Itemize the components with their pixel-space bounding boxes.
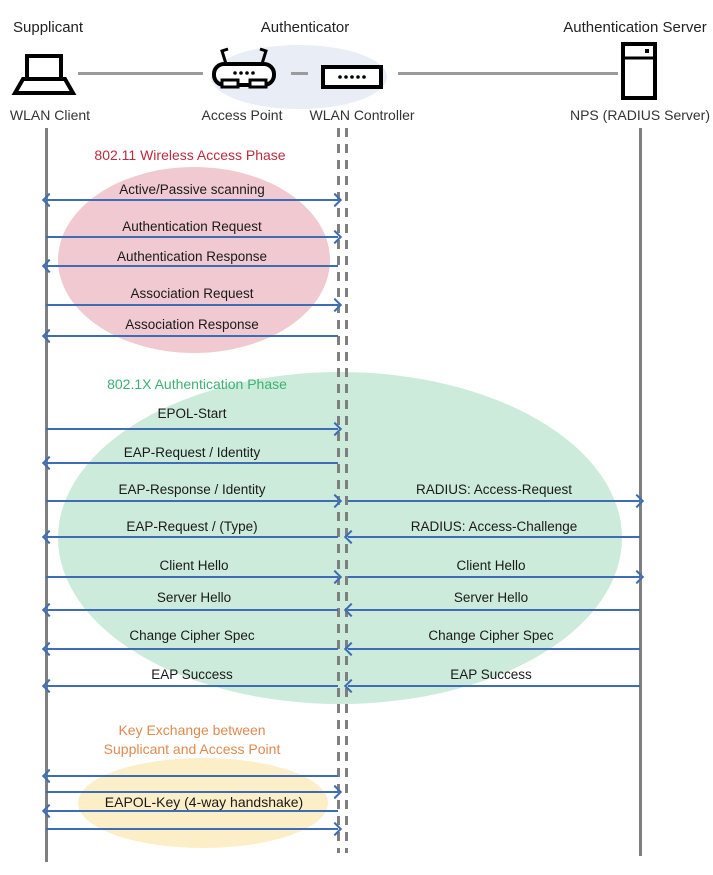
- server-icon: [621, 42, 657, 105]
- arrow-server-hello-left: [46, 609, 338, 611]
- message-label-change-cipher-spec-left: Change Cipher Spec: [129, 628, 255, 643]
- message-label-client-hello-right: Client Hello: [456, 558, 526, 573]
- laptop-icon: [11, 53, 77, 104]
- message-label-eap-success-left: EAP Success: [151, 667, 233, 682]
- arrow-eap-success-left: [46, 685, 338, 687]
- lifeline-dashed-left: [337, 128, 340, 853]
- arrow-eap-success-right: [348, 685, 640, 687]
- access-point-icon: [212, 47, 276, 96]
- arrow-eap-request-type: [46, 536, 338, 538]
- arrow-eapol-key-4: [46, 828, 338, 830]
- arrow-client-hello-right: [348, 576, 640, 578]
- arrow-eap-request-identity: [46, 462, 338, 464]
- message-label-change-cipher-spec-right: Change Cipher Spec: [428, 628, 554, 643]
- message-label-epol-start: EPOL-Start: [157, 406, 227, 421]
- arrow-radius-access-request: [348, 500, 640, 502]
- arrow-client-hello-left: [46, 576, 338, 578]
- message-label-authentication-response: Authentication Response: [116, 249, 268, 264]
- message-label-client-hello-left: Client Hello: [159, 558, 229, 573]
- message-label-authentication-request: Authentication Request: [122, 219, 262, 234]
- phase2-title: 802.1X Authentication Phase: [107, 376, 287, 392]
- phase1-ellipse: [58, 167, 330, 353]
- arrow-authentication-response: [46, 265, 338, 267]
- arrow-change-cipher-spec-left: [46, 648, 338, 650]
- message-label-association-request: Association Request: [130, 286, 254, 301]
- lifeline-dashed-right: [345, 128, 348, 853]
- phase3-title-line1: Key Exchange between: [118, 722, 266, 738]
- message-label-eap-request-identity: EAP-Request / Identity: [123, 445, 261, 460]
- role-label-authentication-server: Authentication Server: [563, 19, 707, 36]
- phase1-title: 802.11 Wireless Access Phase: [94, 147, 286, 163]
- arrow-change-cipher-spec-right: [348, 648, 640, 650]
- arrow-server-hello-right: [348, 609, 640, 611]
- message-label-server-hello-left: Server Hello: [156, 590, 232, 605]
- arrow-epol-start: [46, 428, 338, 430]
- message-label-eap-success-right: EAP Success: [450, 667, 532, 682]
- phase3-ellipse: [78, 758, 328, 848]
- wlan-controller-icon: [321, 65, 383, 94]
- node-label-wlan-client: WLAN Client: [9, 107, 91, 123]
- message-label-radius-access-request: RADIUS: Access-Request: [415, 482, 573, 497]
- arrow-association-response: [46, 335, 338, 337]
- lifeline-wlan-client: [45, 128, 48, 862]
- message-label-eap-response-identity: EAP-Response / Identity: [118, 482, 266, 497]
- arrow-authentication-request: [46, 236, 338, 238]
- message-label-scanning: Active/Passive scanning: [119, 182, 265, 197]
- role-label-supplicant: Supplicant: [13, 19, 84, 36]
- message-label-association-response: Association Response: [125, 317, 259, 332]
- arrow-eapol-key-1: [46, 775, 338, 777]
- message-label-server-hello-right: Server Hello: [453, 590, 529, 605]
- arrow-association-request: [46, 304, 338, 306]
- arrow-radius-access-challenge: [348, 536, 640, 538]
- node-label-access-point: Access Point: [201, 107, 283, 123]
- connector-ap-to-controller: [291, 72, 308, 75]
- phase2-ellipse: [58, 372, 622, 704]
- message-label-eap-request-type: EAP-Request / (Type): [126, 519, 258, 534]
- message-label-eapol-key: EAPOL-Key (4-way handshake): [104, 794, 304, 810]
- connector-controller-to-server: [398, 72, 618, 75]
- arrow-eapol-key-2: [46, 791, 338, 793]
- phase3-title-line2: Supplicant and Access Point: [103, 741, 281, 757]
- node-label-wlan-controller: WLAN Controller: [309, 107, 415, 123]
- role-label-authenticator: Authenticator: [260, 19, 350, 36]
- arrow-eap-response-identity: [46, 500, 338, 502]
- message-label-radius-access-challenge: RADIUS: Access-Challenge: [410, 519, 578, 534]
- node-label-nps-radius-server: NPS (RADIUS Server): [569, 107, 711, 123]
- connector-client-to-ap: [78, 72, 203, 75]
- arrow-eapol-key-3: [46, 810, 338, 812]
- arrow-scanning: [46, 199, 338, 201]
- lifeline-radius-server: [639, 128, 642, 856]
